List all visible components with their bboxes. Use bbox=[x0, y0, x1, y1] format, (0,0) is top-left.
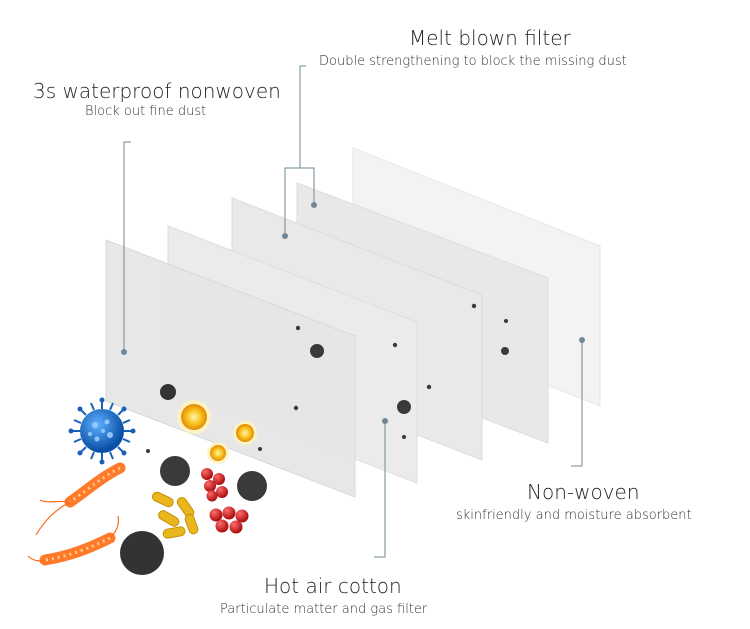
callout-line-hot-air bbox=[374, 421, 386, 558]
hot-air-cotton-title: Hot air cotton bbox=[264, 574, 402, 598]
capsule-bacteria bbox=[151, 491, 199, 539]
large-dust-particle bbox=[160, 384, 176, 400]
dust-particle bbox=[293, 405, 299, 411]
hot-air-cotton-subtitle: Particulate matter and gas filter bbox=[220, 602, 428, 617]
non-woven-title: Non-woven bbox=[527, 480, 640, 504]
virus-icon bbox=[68, 397, 136, 465]
callout-dot-melt-blown-b bbox=[311, 202, 317, 208]
callout-line-non-woven bbox=[571, 340, 583, 467]
dust-particle bbox=[501, 347, 509, 355]
pollen-spore bbox=[210, 445, 226, 461]
callout-dot-waterproof bbox=[121, 349, 127, 355]
pollen-spore bbox=[236, 424, 254, 442]
callout-dot-hot-air bbox=[382, 418, 388, 424]
waterproof-subtitle: Block out fine dust bbox=[85, 104, 207, 119]
callout-dot-non-woven bbox=[579, 337, 585, 343]
callout-line-melt-blown bbox=[299, 65, 306, 168]
filter-layers bbox=[105, 147, 601, 498]
waterproof-title: 3s waterproof nonwoven bbox=[33, 79, 281, 103]
large-dust-particle bbox=[237, 471, 267, 501]
dust-particle bbox=[397, 400, 411, 414]
callout-dot-melt-blown-a bbox=[282, 233, 288, 239]
worm-bacteria-icon bbox=[27, 515, 120, 566]
callout-line-melt-blown-branch bbox=[284, 167, 315, 236]
dust-particle bbox=[146, 449, 150, 453]
melt-blown-title: Melt blown filter bbox=[409, 26, 571, 50]
callout-line-waterproof bbox=[123, 141, 131, 352]
bacteria-cluster bbox=[209, 506, 249, 534]
dust-particle bbox=[426, 384, 432, 390]
dust-particle bbox=[504, 319, 508, 323]
trapped-dust bbox=[146, 303, 509, 453]
dust-particle bbox=[258, 447, 262, 451]
pollen-spores bbox=[177, 400, 257, 464]
melt-blown-subtitle: Double strengthening to block the missin… bbox=[319, 54, 627, 69]
dust-particle bbox=[392, 342, 398, 348]
worm-bacteria-icon bbox=[35, 462, 126, 536]
dust-particle bbox=[471, 303, 477, 309]
pollen-spore bbox=[181, 404, 207, 430]
non-woven-subtitle: skinfriendly and moisture absorbent bbox=[456, 508, 692, 523]
large-dust-particle bbox=[120, 531, 164, 575]
bacteria-cluster bbox=[201, 468, 228, 502]
dust-particle bbox=[295, 325, 301, 331]
dust-particle bbox=[402, 435, 406, 439]
dust-particle bbox=[310, 344, 324, 358]
callout-lines bbox=[121, 65, 585, 558]
layer-waterproof-nonwoven bbox=[105, 239, 356, 498]
large-dust-particle bbox=[160, 456, 190, 486]
pollutants bbox=[27, 384, 267, 575]
